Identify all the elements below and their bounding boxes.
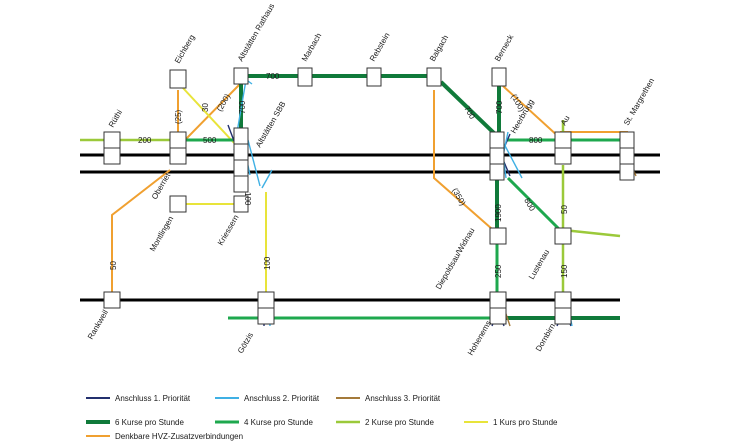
station-diepoldsau: Diepoldsau/Widnau: [434, 226, 476, 291]
box-hohenems-a: [489, 291, 507, 309]
station-altstaetten-sbb: Altstätten SBB: [254, 100, 288, 149]
box-sbb-b: [233, 143, 249, 161]
legend-prio3: Anschluss 3. Priorität: [365, 394, 441, 403]
box-lustenau: [554, 227, 572, 245]
line-label-800b: 800: [522, 197, 537, 214]
legend: Anschluss 1. Priorität Anschluss 2. Prio…: [86, 394, 558, 441]
legend-k6: 6 Kurse pro Stunde: [115, 418, 184, 427]
station-goetzis: Götzis: [236, 331, 255, 355]
box-ruethi-a: [103, 131, 121, 149]
box-hohenems-b: [489, 307, 507, 325]
line-label-100c: 100: [263, 256, 272, 270]
box-stm-c: [619, 163, 635, 181]
station-eichberg: Eichberg: [173, 33, 197, 65]
box-goetzis-a: [257, 291, 275, 309]
station-hohenems: Hohenems: [466, 319, 493, 357]
prio2-hb-c: [501, 139, 523, 179]
box-berneck: [491, 67, 507, 87]
line-label-30: 30: [201, 103, 210, 112]
line-label-100a: 100: [243, 192, 252, 206]
line-label-150: 150: [560, 264, 569, 278]
legend-prio2: Anschluss 2. Priorität: [244, 394, 320, 403]
box-rankweil: [103, 291, 121, 309]
line-label-50b: 50: [109, 261, 118, 270]
box-oberriet-b: [169, 147, 187, 165]
station-balgach: Balgach: [428, 33, 450, 63]
box-rathaus: [233, 67, 249, 85]
hvz-berneck-sbb: [502, 85, 561, 139]
station-dornbirn: Dornbirn: [534, 322, 557, 353]
prio2-sbb-e: [261, 169, 273, 189]
box-eichberg: [169, 69, 187, 89]
k4-lines: [186, 138, 620, 320]
station-kriessern: Kriessern: [216, 213, 241, 247]
box-ruethi-b: [103, 147, 121, 165]
box-goetzis-b: [257, 307, 275, 325]
box-au-b: [554, 147, 572, 165]
line-label-700b: 700: [266, 72, 280, 81]
line-label-1900: 1900: [494, 204, 503, 222]
line-label-700a: 700: [238, 100, 247, 114]
box-balgach: [426, 67, 442, 87]
station-marbach: Marbach: [300, 32, 323, 63]
box-stm-a: [619, 131, 635, 149]
k6-balgach-heerbrugg: [439, 80, 499, 138]
station-st-margrethen: St. Margrethen: [622, 77, 656, 127]
box-heerbrugg-b: [489, 147, 505, 165]
line-label-700d: 700: [495, 100, 504, 114]
line-label-800a: 800: [529, 136, 543, 145]
box-montlingen: [169, 195, 187, 213]
hvz-balgach-diepoldsau: [433, 90, 501, 237]
k2-lines: [80, 120, 621, 320]
legend-prio1: Anschluss 1. Priorität: [115, 394, 191, 403]
box-sbb-c: [233, 159, 249, 177]
line-label-250: 250: [494, 264, 503, 278]
box-heerbrugg-c: [489, 163, 505, 181]
box-sbb-d: [233, 175, 249, 193]
k1-lines: [182, 87, 267, 293]
station-boxes: [103, 67, 635, 325]
box-sbb-a: [233, 127, 249, 145]
station-ruethi: Rüthi: [107, 108, 124, 129]
box-kriessern: [233, 195, 249, 213]
station-rankweil: Rankweil: [86, 308, 110, 341]
box-marbach: [297, 67, 313, 87]
station-oberriet: Oberriet: [150, 171, 173, 201]
prio2-sbb-b: [247, 139, 261, 187]
line-label-50a: 50: [560, 205, 569, 214]
hvz-rathaus-oberriet: [184, 83, 241, 141]
station-altstaetten-rathaus: Altstätten Rathaus: [236, 2, 276, 63]
box-diepoldsau: [489, 227, 507, 245]
box-stm-b: [619, 147, 635, 165]
legend-k1: 1 Kurs pro Stunde: [493, 418, 558, 427]
k2-au-lustenau: [561, 165, 621, 238]
box-au-a: [554, 131, 572, 149]
line-label-25: (25): [174, 109, 183, 124]
legend-k4: 4 Kurse pro Stunde: [244, 418, 313, 427]
station-rebstein: Rebstein: [368, 31, 392, 63]
line-label-500: 500: [203, 136, 217, 145]
hvz-oberriet-rankweil: [111, 169, 171, 292]
box-heerbrugg-a: [489, 131, 505, 149]
legend-hvz: Denkbare HVZ-Zusatzverbindungen: [115, 432, 243, 441]
station-au: Au: [559, 114, 572, 127]
k4-heerbrugg-lustenau: [506, 176, 562, 232]
box-dornbirn-a: [554, 291, 572, 309]
line-label-700c: 700: [462, 105, 477, 122]
box-oberriet-a: [169, 131, 187, 149]
line-label-200: 200: [138, 136, 152, 145]
station-montlingen: Montlingen: [148, 215, 175, 253]
station-berneck: Berneck: [493, 32, 516, 63]
hvz-lines: [111, 83, 628, 292]
station-lustenau: Lustenau: [527, 248, 551, 281]
box-dornbirn-b: [554, 307, 572, 325]
legend-k2: 2 Kurse pro Stunde: [365, 418, 434, 427]
k1-eichberg-sbb: [182, 87, 237, 146]
box-rebstein: [366, 67, 382, 87]
